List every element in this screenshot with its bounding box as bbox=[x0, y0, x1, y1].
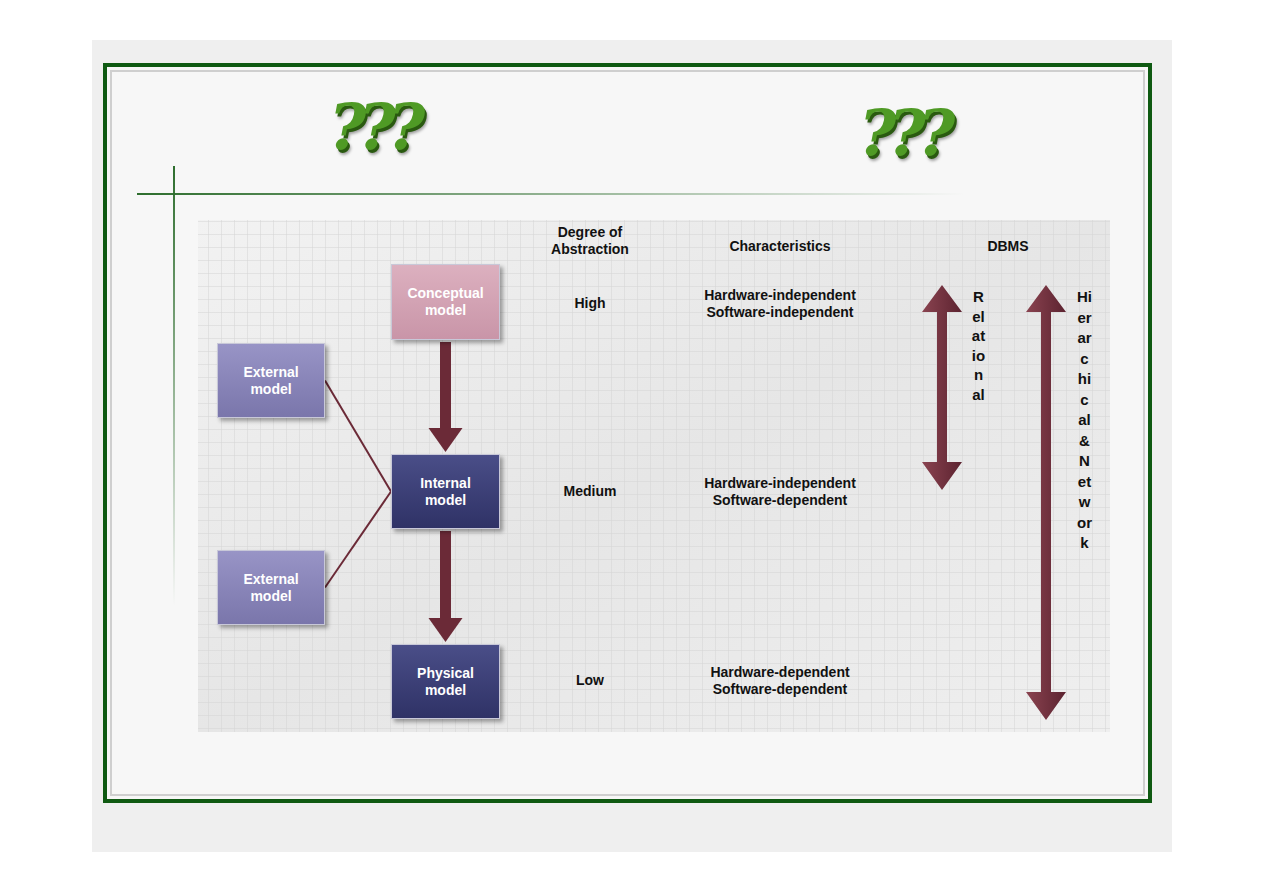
question-marks: ??? bbox=[318, 92, 428, 162]
connector bbox=[429, 342, 463, 452]
dbms-range-label: Relational bbox=[971, 287, 986, 404]
abstraction-level: Medium bbox=[540, 483, 640, 500]
model-box: Conceptual model bbox=[391, 264, 500, 340]
grid-texture bbox=[198, 220, 1110, 732]
connector bbox=[325, 492, 391, 588]
range-arrow bbox=[922, 285, 962, 490]
abstraction-level: High bbox=[540, 295, 640, 312]
connector bbox=[325, 381, 391, 492]
characteristics-text: Hardware-dependent Software-dependent bbox=[680, 664, 880, 698]
characteristics-text: Hardware-independent Software-independen… bbox=[680, 287, 880, 321]
column-header: Degree of Abstraction bbox=[530, 224, 650, 258]
model-box: External model bbox=[217, 343, 325, 418]
rule-line bbox=[173, 166, 175, 606]
model-box: Internal model bbox=[391, 454, 500, 529]
box-label: External model bbox=[226, 571, 316, 605]
model-box: External model bbox=[217, 550, 325, 625]
question-marks: ??? bbox=[848, 98, 958, 168]
box-label: Conceptual model bbox=[400, 285, 491, 319]
dbms-range-label: Hierarchical & Network bbox=[1077, 287, 1092, 554]
box-label: External model bbox=[226, 364, 316, 398]
column-header: Characteristics bbox=[690, 238, 870, 255]
model-box: Physical model bbox=[391, 644, 500, 719]
frame-inner bbox=[111, 71, 1144, 795]
rule-line bbox=[137, 193, 965, 195]
slide-frame bbox=[105, 65, 1150, 801]
connector bbox=[429, 531, 463, 642]
page-ground bbox=[92, 40, 1172, 852]
box-label: Internal model bbox=[400, 475, 491, 509]
box-label: Physical model bbox=[400, 665, 491, 699]
abstraction-level: Low bbox=[540, 672, 640, 689]
characteristics-text: Hardware-independent Software-dependent bbox=[680, 475, 880, 509]
figure-panel bbox=[198, 220, 1110, 732]
column-header: DBMS bbox=[968, 238, 1048, 255]
range-arrow bbox=[1026, 285, 1066, 720]
